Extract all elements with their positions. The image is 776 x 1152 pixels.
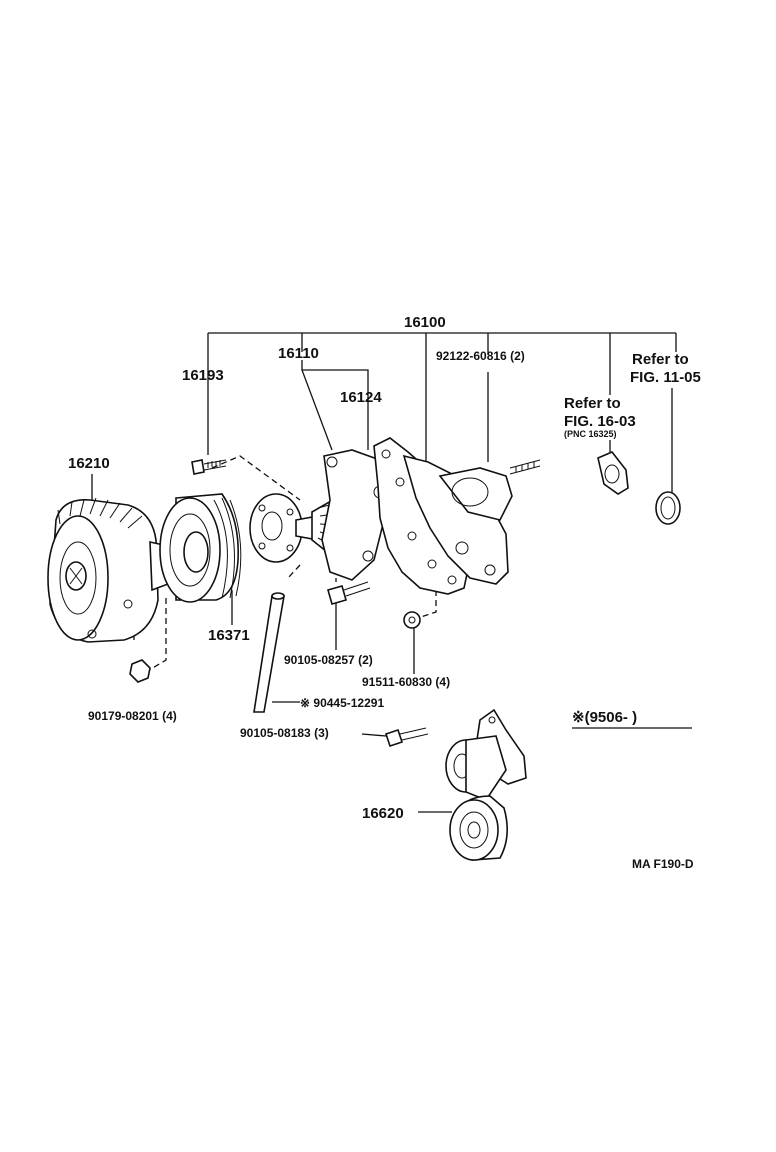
bolt-90105-08183-icon [384,727,429,748]
refer-11-05-line1: Refer to [632,351,689,368]
label-16100: 16100 [404,314,446,331]
label-90179: 90179-08201 (4) [88,709,177,723]
labels: 16100 16110 16193 16124 92122-60816 (2) … [68,314,701,871]
refer-16-03-line1: Refer to [564,395,621,412]
leader-lines [91,332,692,813]
refer-16-03-line2: FIG. 16-03 [564,413,636,430]
water-pump-icon [249,437,513,595]
label-92122: 92122-60816 (2) [436,349,525,363]
fan-clutch-icon [47,497,169,643]
label-91511: 91511-60830 (4) [362,675,450,689]
nut-90179-icon [129,659,151,683]
refer-11-05-line2: FIG. 11-05 [630,369,701,386]
label-90105-08257: 90105-08257 (2) [284,653,373,667]
nut-91511-icon [403,611,421,629]
label-90105-08183: 90105-08183 (3) [240,726,329,740]
bolt-16193-icon [191,459,227,475]
label-90445: ※ 90445-12291 [300,696,384,710]
label-16124: 16124 [340,389,382,406]
pulley-icon [159,493,242,603]
figure-code: MA F190-D [632,857,694,871]
gasket-icon [597,451,629,495]
label-16210: 16210 [68,455,110,472]
stud-92122-icon [509,459,541,475]
date-note: ※(9506- ) [572,709,637,726]
label-16620: 16620 [362,805,404,822]
label-16193: 16193 [182,367,224,384]
refer-16-03-pnc: (PNC 16325) [564,429,617,439]
belt-tensioner-icon [445,708,527,861]
label-16110: 16110 [278,345,319,362]
bolt-90105-08257-icon [327,581,371,605]
label-16371: 16371 [208,627,250,644]
pipe-90445-icon [253,592,285,713]
o-ring-icon [655,491,681,525]
